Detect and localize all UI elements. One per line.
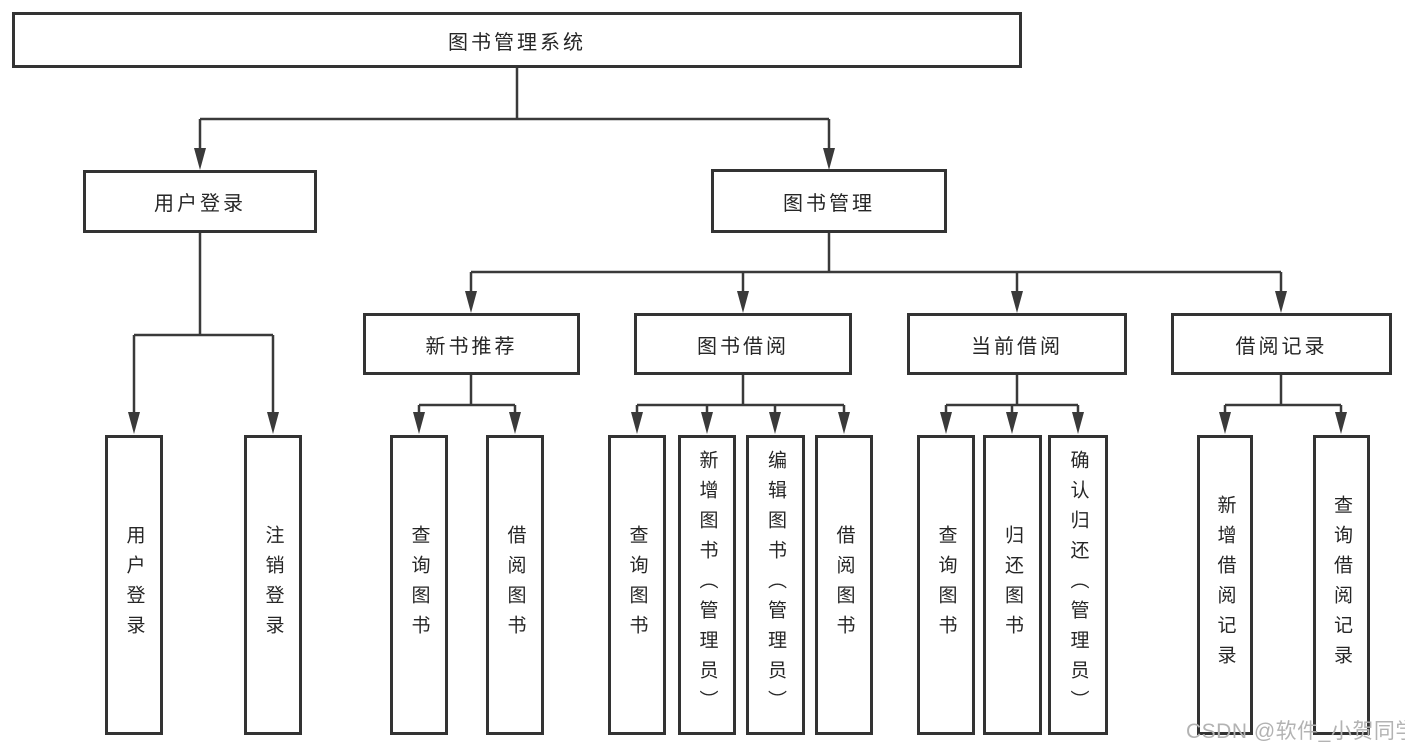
node-label: 查询图书 xyxy=(935,525,957,645)
leaf-query-borrow-record: 查询借阅记录 xyxy=(1313,435,1370,735)
node-label: 确认归还（管理员） xyxy=(1067,450,1089,720)
node-label: 图书借阅 xyxy=(697,335,789,358)
leaf-borrow-books: 借阅图书 xyxy=(815,435,873,735)
node-label: 图书管理系统 xyxy=(448,31,586,54)
leaf-query-books-current: 查询图书 xyxy=(917,435,975,735)
node-label: 查询借阅记录 xyxy=(1331,495,1352,675)
node-label: 编辑图书（管理员） xyxy=(765,450,786,720)
node-label: 新书推荐 xyxy=(425,335,518,358)
node-label: 图书管理 xyxy=(783,192,875,215)
node-current-borrowing: 当前借阅 xyxy=(907,313,1127,375)
leaf-add-borrow-record: 新增借阅记录 xyxy=(1197,435,1253,735)
leaf-edit-books-admin: 编辑图书（管理员） xyxy=(746,435,805,735)
node-user-login: 用户登录 xyxy=(83,170,317,233)
node-label: 归还图书 xyxy=(1002,525,1023,645)
arrowheads xyxy=(128,148,1347,434)
node-label: 用户登录 xyxy=(123,525,145,645)
csdn-watermark: CSDN @软件_小贺同学 xyxy=(1186,720,1405,743)
node-label: 查询图书 xyxy=(408,525,430,645)
leaf-confirm-return-admin: 确认归还（管理员） xyxy=(1048,435,1108,735)
node-label: 新增图书（管理员） xyxy=(696,450,718,720)
leaf-add-books-admin: 新增图书（管理员） xyxy=(678,435,736,735)
node-label: 借阅图书 xyxy=(833,525,855,645)
node-book-management: 图书管理 xyxy=(711,169,947,233)
leaf-query-books-borrowing: 查询图书 xyxy=(608,435,666,735)
connector-path xyxy=(132,68,1343,415)
leaf-query-books-recommend: 查询图书 xyxy=(390,435,448,735)
leaf-user-login: 用户登录 xyxy=(105,435,163,735)
leaf-borrow-books-recommend: 借阅图书 xyxy=(486,435,544,735)
node-label: 用户登录 xyxy=(154,193,246,215)
node-label: 注销登录 xyxy=(262,525,284,645)
node-label: 借阅图书 xyxy=(504,525,526,645)
node-borrow-records: 借阅记录 xyxy=(1171,313,1392,375)
node-label: 新增借阅记录 xyxy=(1214,495,1236,675)
node-root-system: 图书管理系统 xyxy=(12,12,1022,68)
leaf-logout: 注销登录 xyxy=(244,435,302,735)
leaf-return-books: 归还图书 xyxy=(983,435,1042,735)
node-label: 当前借阅 xyxy=(971,335,1063,358)
node-new-book-recommend: 新书推荐 xyxy=(363,313,580,375)
node-label: 借阅记录 xyxy=(1235,335,1328,358)
node-label: 查询图书 xyxy=(626,525,648,645)
node-book-borrowing: 图书借阅 xyxy=(634,313,852,375)
